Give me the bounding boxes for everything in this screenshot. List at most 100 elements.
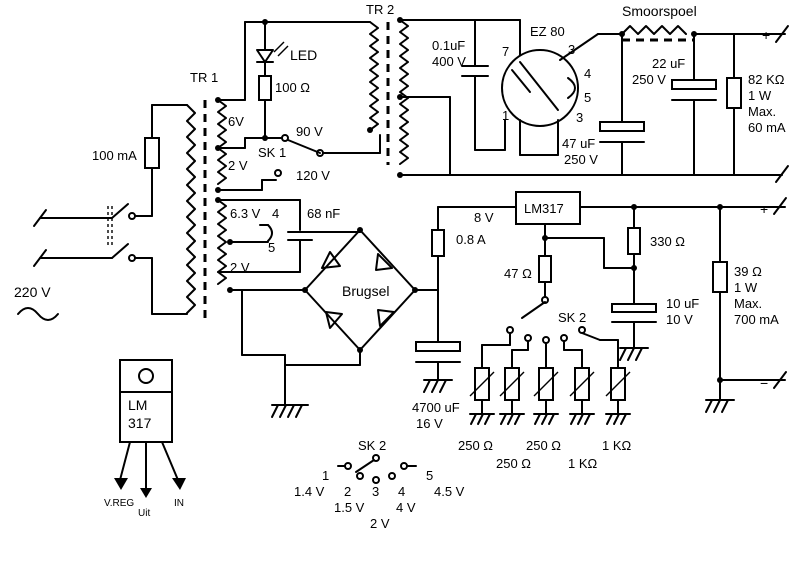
sk2-v3: 2 V — [370, 516, 390, 531]
sk2-v1: 1.4 V — [294, 484, 325, 499]
sk2-pos-2: 2 — [344, 484, 351, 499]
pkg-pin-in: IN — [174, 498, 184, 509]
tr1-upper-wiring: LED 100 Ω 90 V SK 1 120 V — [217, 19, 381, 191]
trimmer-2-label: 250 Ω — [496, 456, 531, 471]
sk2-pos-1: 1 — [322, 468, 329, 483]
low-voltage-section: 68 nF Brugsel — [217, 199, 439, 418]
cap-47uf-label: 47 uF — [562, 136, 595, 151]
pin-3a-label: 3 — [568, 42, 575, 57]
choke-coil — [621, 25, 687, 35]
input-8v-label: 8 V — [474, 210, 494, 225]
high-voltage-section: 0.1uF 400 V EZ 80 7 3 4 5 1 3 Smoorspoel — [399, 3, 789, 183]
trimmer-2 — [499, 334, 532, 425]
bridge-label: Brugsel — [342, 283, 389, 299]
pin-5-label: 5 — [584, 90, 591, 105]
tube-label: EZ 80 — [530, 24, 565, 39]
sk2-legend-title: SK 2 — [358, 438, 386, 453]
resistor-82k — [726, 77, 742, 109]
resistor-39-label: 39 Ω — [734, 264, 762, 279]
resistor-82k-current: 60 mA — [748, 120, 786, 135]
tap-120v-label: 120 V — [296, 168, 330, 183]
trimmer-bank: 250 Ω 250 Ω 250 Ω 1 KΩ 1 KΩ — [458, 326, 632, 471]
pin-1-label: 1 — [502, 108, 509, 123]
trimmer-5 — [578, 326, 631, 425]
tr1-label: TR 1 — [190, 70, 218, 85]
tap-4-label: 4 — [272, 206, 279, 221]
ground-output — [705, 399, 735, 413]
ground-symbol — [271, 404, 309, 418]
lv-minus-terminal: − — [760, 375, 768, 391]
sk2-v2: 1.5 V — [334, 500, 365, 515]
transformer-tr2: TR 2 — [366, 2, 409, 178]
pkg-line2: 317 — [128, 415, 152, 431]
fuse-08a-label: 0.8 A — [456, 232, 486, 247]
regulator-section: 8 V 0.8 A 4700 uF 16 V LM317 47 Ω SK 2 3… — [412, 191, 787, 431]
resistor-82k-label: 82 KΩ — [748, 72, 785, 87]
trimmer-4 — [560, 334, 595, 425]
trimmer-5-label: 1 KΩ — [602, 438, 632, 453]
trimmer-4-label: 1 KΩ — [568, 456, 598, 471]
ht-minus-terminal: − — [762, 167, 770, 183]
fuse-100ma-label: 100 mA — [92, 148, 137, 163]
tr1-63v-label: 6.3 V — [230, 206, 261, 221]
ac-symbol — [17, 307, 59, 321]
lm317-label: LM317 — [524, 201, 564, 216]
mains-label: 220 V — [14, 284, 51, 300]
cap-68nf-label: 68 nF — [307, 206, 340, 221]
trimmer-3-label: 250 Ω — [526, 438, 561, 453]
pkg-pin-vreg: V.REG — [104, 498, 134, 509]
tr1-2v-label: 2 V — [228, 158, 248, 173]
pin-4-label: 4 — [584, 66, 591, 81]
sk2-label: SK 2 — [558, 310, 586, 325]
cap-4700-label: 4700 uF — [412, 400, 460, 415]
ground-4700 — [423, 379, 453, 393]
resistor-47-label: 47 Ω — [504, 266, 532, 281]
pin-7-label: 7 — [502, 44, 509, 59]
resistor-330-label: 330 Ω — [650, 234, 685, 249]
tr2-label: TR 2 — [366, 2, 394, 17]
ground-10uf — [619, 347, 649, 361]
pkg-line1: LM — [128, 397, 147, 413]
choke-label: Smoorspoel — [622, 3, 697, 19]
tap-90v-label: 90 V — [296, 124, 323, 139]
led-label: LED — [290, 47, 317, 63]
trimmer-1 — [469, 326, 514, 425]
pin-3b-label: 3 — [576, 110, 583, 125]
resistor-100-ohm — [258, 75, 272, 101]
sk2-pos-3: 3 — [372, 484, 379, 499]
cap-10uf-label: 10 uF — [666, 296, 699, 311]
resistor-330-ohm — [627, 227, 641, 255]
lv-plus-terminal: + — [760, 201, 768, 217]
lm317-package: LM 317 V.REG Uit IN — [104, 359, 186, 519]
ht-plus-terminal: + — [762, 27, 770, 43]
sk2-legend: SK 2 1 2 3 4 5 1.4 V 1.5 V 2 V 4 V 4.5 V — [294, 438, 465, 531]
fuse-08a — [431, 229, 445, 257]
tr1-6v-label: 6V — [228, 114, 244, 129]
cap-4700-voltage: 16 V — [416, 416, 443, 431]
tap-5-label: 5 — [268, 240, 275, 255]
fuse-100ma — [144, 137, 160, 169]
mains-input: 100 mA 220 V — [14, 104, 188, 321]
cap-22uf-label: 22 uF — [652, 56, 685, 71]
resistor-39-watt: 1 W — [734, 280, 758, 295]
resistor-100-label: 100 Ω — [275, 80, 310, 95]
resistor-47-ohm — [538, 255, 552, 283]
resistor-82k-watt: 1 W — [748, 88, 772, 103]
sk2-pos-4: 4 — [398, 484, 405, 499]
sk2-v4: 4 V — [396, 500, 416, 515]
sk2-v5: 4.5 V — [434, 484, 465, 499]
cap-01uf-label: 0.1uF — [432, 38, 465, 53]
pkg-pin-uit: Uit — [138, 508, 150, 519]
cap-01uf-voltage: 400 V — [432, 54, 466, 69]
resistor-39-max: Max. — [734, 296, 762, 311]
cap-10uf-voltage: 10 V — [666, 312, 693, 327]
cap-22uf-voltage: 250 V — [632, 72, 666, 87]
resistor-39-ohm — [712, 261, 728, 293]
sk2-pos-5: 5 — [426, 468, 433, 483]
cap-47uf-voltage: 250 V — [564, 152, 598, 167]
resistor-39-current: 700 mA — [734, 312, 779, 327]
lm317-regulator — [515, 191, 581, 225]
resistor-82k-max: Max. — [748, 104, 776, 119]
trimmer-1-label: 250 Ω — [458, 438, 493, 453]
